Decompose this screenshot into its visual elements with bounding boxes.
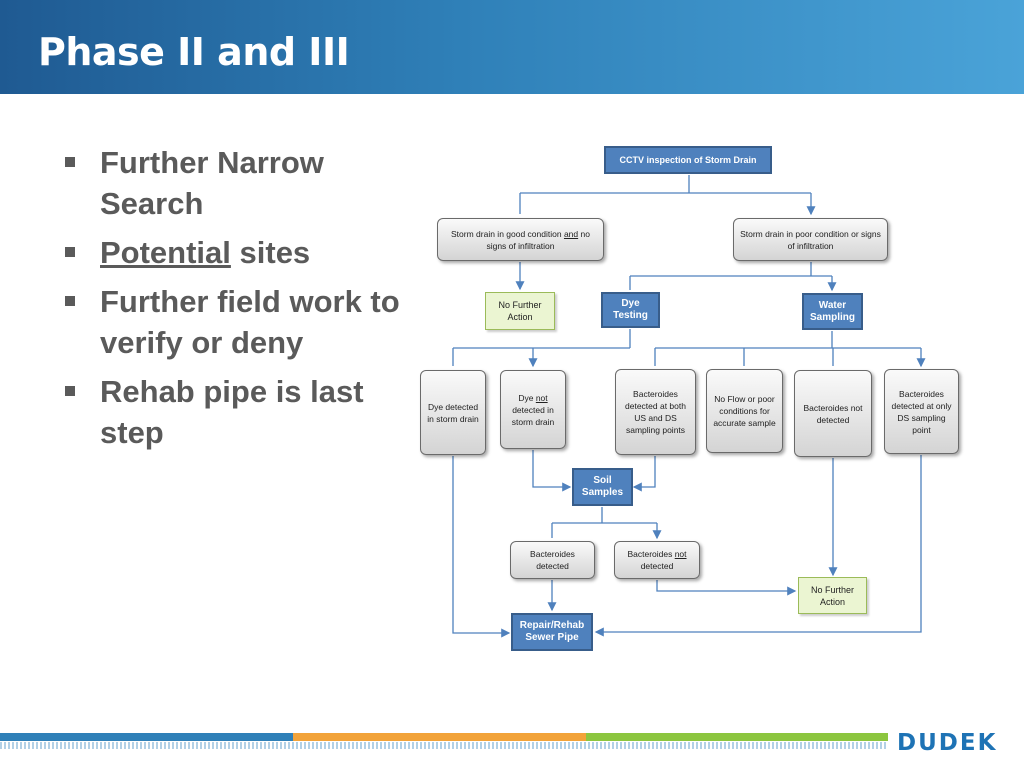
connector-bact-both-to-soil [632, 456, 656, 492]
page-title: Phase II and III [38, 30, 350, 74]
bullet-item: Rehab pipe is last step [62, 371, 402, 453]
bacteroides-both-box: Bacteroides detected at both US and DS s… [615, 369, 696, 455]
connector-dye-split [452, 329, 631, 366]
bullet-text: sites [230, 235, 311, 270]
connector-water-split [654, 331, 921, 366]
good-condition-box: Storm drain in good condition and no sig… [437, 218, 604, 261]
bacteroides-ds-only-box: Bacteroides detected at only DS sampling… [884, 369, 959, 454]
bullet-item: Further field work to verify or deny [62, 281, 402, 363]
poor-condition-box: Storm drain in poor condition or signs o… [733, 218, 888, 261]
connector-dye-detected-to-repair [452, 456, 511, 638]
soil-bacteroides-not-detected-box: Bacteroides not detected [614, 541, 700, 579]
connector-soil-split [551, 507, 657, 538]
dye-testing-box: Dye Testing [601, 292, 660, 328]
bacteroides-not-detected-box: Bacteroides not detected [794, 370, 872, 457]
bullet-square-icon [65, 247, 75, 257]
soil-samples-box: Soil Samples [572, 468, 633, 506]
bullet-list: Further Narrow Search Potential sites Fu… [62, 142, 402, 461]
header-banner: Phase II and III [0, 0, 1024, 94]
no-further-action-box-2: No Further Action [798, 577, 867, 614]
connector-cctv-split [519, 175, 811, 214]
dye-detected-box: Dye detected in storm drain [420, 370, 486, 455]
bullet-square-icon [65, 157, 75, 167]
bullet-text: Further field work to verify or deny [100, 284, 400, 360]
bullet-square-icon [65, 296, 75, 306]
soil-bacteroides-detected-box: Bacteroides detected [510, 541, 595, 579]
bullet-text: Rehab pipe is last step [100, 374, 364, 450]
connector-bact-ds-to-repair [594, 455, 922, 637]
footer-color-bar [0, 733, 888, 741]
dye-not-detected-box: Dye not detected in storm drain [500, 370, 566, 449]
no-flow-box: No Flow or poor conditions for accurate … [706, 369, 783, 453]
bullet-item: Potential sites [62, 232, 402, 273]
dudek-logo: DUDEK [897, 730, 998, 756]
bullet-item: Further Narrow Search [62, 142, 402, 224]
bullet-underlined-text: Potential [100, 235, 231, 270]
connector-poor-to-dye-water [629, 262, 832, 290]
no-further-action-box-1: No Further Action [485, 292, 555, 330]
footer-dotted-bar [0, 742, 888, 749]
connector-dye-not-to-soil [532, 450, 572, 492]
cctv-inspection-box: CCTV inspection of Storm Drain [604, 146, 772, 174]
bullet-square-icon [65, 386, 75, 396]
water-sampling-box: Water Sampling [802, 293, 863, 330]
repair-rehab-box: Repair/Rehab Sewer Pipe [511, 613, 593, 651]
connector-soil-not-to-no-action [656, 580, 797, 596]
bullet-text: Further Narrow Search [100, 145, 324, 221]
